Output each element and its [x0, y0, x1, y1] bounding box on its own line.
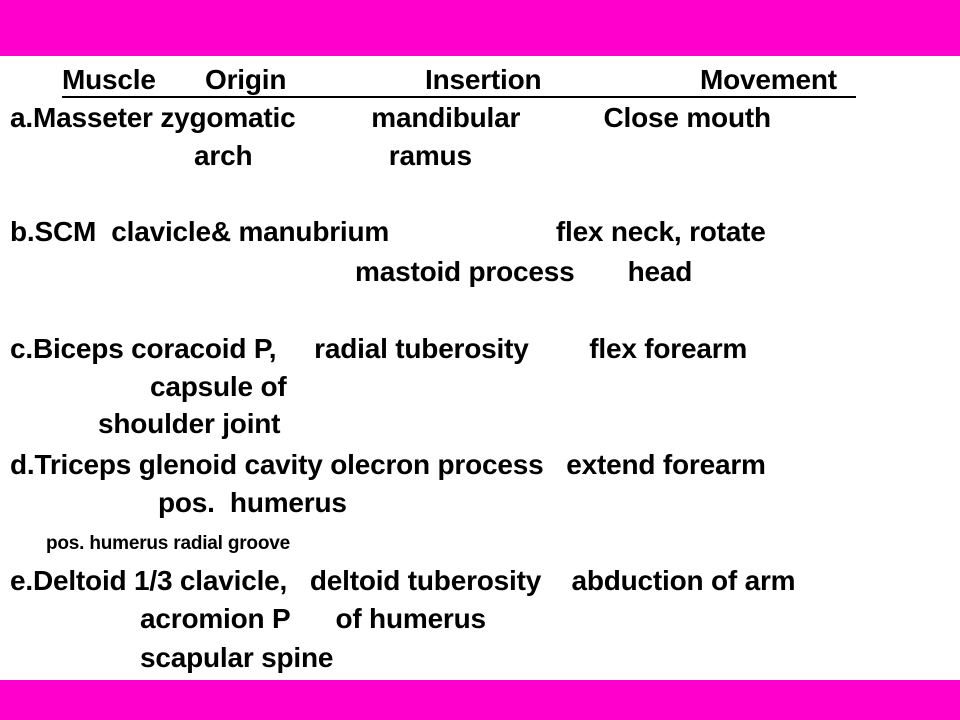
row-b-line1: b.SCM clavicle& manubrium flex neck, rot…	[10, 216, 766, 247]
row-e-line1: e.Deltoid 1/3 clavicle, deltoid tuberosi…	[10, 565, 796, 596]
row-c-line3: shoulder joint	[98, 408, 281, 439]
row-b-line2: mastoid process head	[355, 256, 693, 287]
row-a-line1: a.Masseter zygomatic mandibular Close mo…	[10, 102, 771, 133]
row-a-line2: arch ramus	[194, 140, 472, 171]
row-d-line1: d.Triceps glenoid cavity olecron process…	[10, 449, 766, 480]
row-c-line1: c.Biceps coracoid P, radial tuberosity f…	[10, 333, 748, 364]
header-movement: Movement	[700, 64, 837, 95]
header-origin: Origin	[205, 64, 287, 95]
header-insertion: Insertion	[425, 64, 542, 95]
row-d-note: pos. humerus radial groove	[46, 533, 290, 554]
header-underline	[62, 96, 856, 98]
header-muscle: Muscle	[62, 64, 156, 95]
bottom-banner	[0, 680, 960, 720]
row-c-line2: capsule of	[150, 371, 287, 402]
top-banner	[0, 0, 960, 56]
row-e-line2: acromion P of humerus	[140, 603, 486, 634]
row-d-line2: pos. humerus	[158, 487, 347, 518]
row-e-line3: scapular spine	[140, 642, 334, 673]
